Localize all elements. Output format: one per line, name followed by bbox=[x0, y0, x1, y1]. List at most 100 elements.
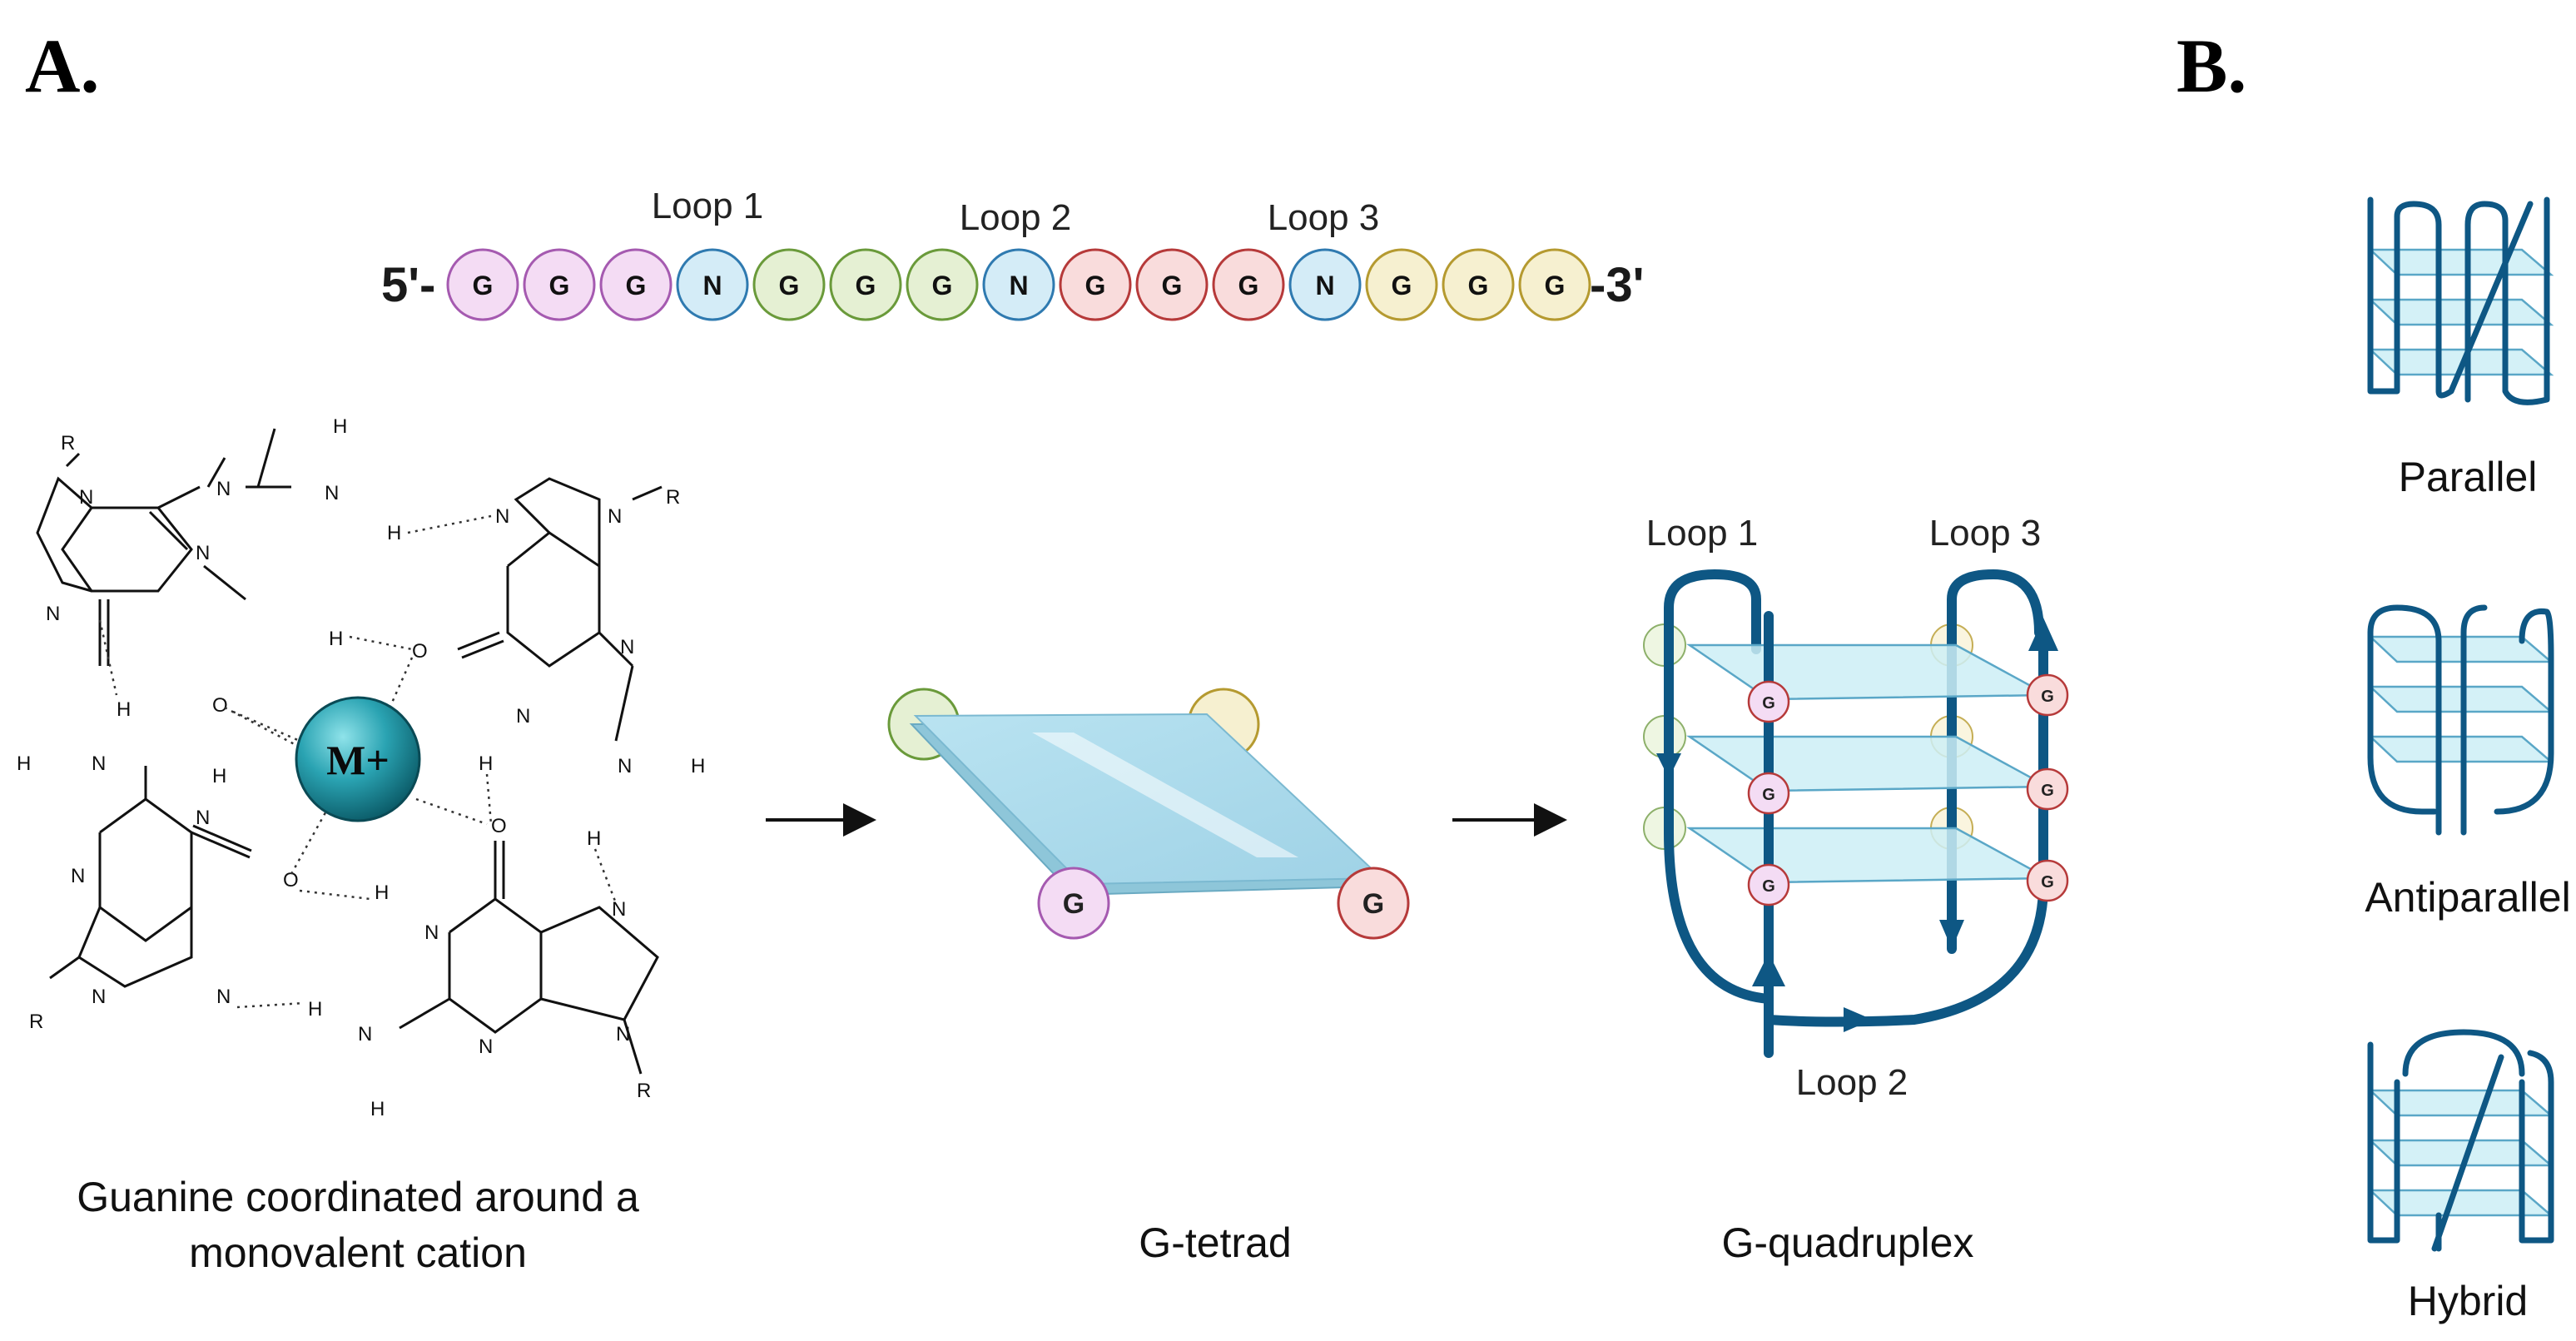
svg-text:O: O bbox=[212, 694, 228, 717]
svg-text:H: H bbox=[308, 998, 322, 1021]
sequence-bead bbox=[1365, 248, 1438, 321]
svg-text:H: H bbox=[17, 752, 31, 775]
svg-text:N: N bbox=[92, 986, 106, 1008]
sequence-bead bbox=[446, 248, 519, 321]
svg-text:H: H bbox=[587, 827, 601, 850]
guanine-top-right: N N R N N O H N H bbox=[412, 477, 705, 777]
sequence-bead bbox=[829, 248, 902, 321]
svg-text:G: G bbox=[2041, 873, 2054, 892]
metal-cation bbox=[295, 696, 421, 822]
svg-text:H: H bbox=[117, 698, 131, 721]
seq-loop1-label: Loop 1 bbox=[652, 186, 764, 226]
sequence-bead bbox=[1518, 248, 1591, 321]
sequence-bead-letter: G bbox=[932, 271, 953, 300]
topology-hybrid bbox=[2367, 1029, 2554, 1252]
svg-text:N: N bbox=[79, 486, 93, 509]
svg-text:H: H bbox=[375, 882, 389, 904]
sequence-bead-letter: G bbox=[856, 271, 876, 300]
svg-text:N: N bbox=[325, 482, 339, 504]
sequence-bead-letter: N bbox=[1009, 271, 1028, 300]
hybrid-label: Hybrid bbox=[2408, 1278, 2528, 1324]
quadruplex-tetrad-top bbox=[1685, 643, 2052, 701]
guanine-caption-line1: Guanine coordinated around a bbox=[77, 1174, 639, 1220]
sequence-bead bbox=[906, 248, 979, 321]
svg-text:H: H bbox=[329, 628, 343, 650]
sequence-bead bbox=[676, 248, 749, 321]
sequence-bead-letter: G bbox=[549, 271, 570, 300]
quadruplex-caption: G-quadruplex bbox=[1722, 1219, 1974, 1266]
g-tetrad-diagram: G G bbox=[887, 688, 1410, 940]
sequence-bead bbox=[1288, 248, 1362, 321]
guanine-quartet-structure: R N N N N N H H H O N N R N N O H bbox=[17, 415, 705, 1120]
svg-text:R: R bbox=[61, 432, 75, 454]
sequence-bead-letter: G bbox=[626, 271, 647, 300]
three-prime-label: -3' bbox=[1590, 258, 1644, 312]
svg-text:H: H bbox=[691, 755, 705, 777]
metal-cation-label: M+ bbox=[326, 737, 390, 783]
sequence-bead-letter: N bbox=[702, 271, 722, 300]
svg-text:H: H bbox=[370, 1098, 385, 1120]
sequence-bead-letter: G bbox=[1085, 271, 1106, 300]
svg-text:O: O bbox=[283, 869, 299, 892]
sequence-bead bbox=[1442, 248, 1515, 321]
panel-b-label: B. bbox=[2176, 23, 2246, 108]
five-prime-label: 5'- bbox=[381, 258, 435, 312]
svg-text:N: N bbox=[516, 705, 530, 728]
svg-text:H: H bbox=[387, 522, 401, 544]
sequence-bead bbox=[1212, 248, 1285, 321]
svg-text:N: N bbox=[479, 1036, 493, 1058]
svg-text:H: H bbox=[333, 415, 347, 438]
svg-text:G: G bbox=[1762, 786, 1775, 804]
quadruplex-loop3-label: Loop 3 bbox=[1929, 513, 2042, 554]
quadruplex-loop1-label: Loop 1 bbox=[1646, 513, 1759, 554]
tetrad-bead-pink-label: G bbox=[1063, 888, 1085, 920]
svg-text:N: N bbox=[196, 542, 210, 564]
antiparallel-label: Antiparallel bbox=[2365, 874, 2570, 921]
svg-text:N: N bbox=[612, 898, 626, 921]
guanine-caption-line2: monovalent cation bbox=[189, 1229, 527, 1276]
tetrad-bead-red-label: G bbox=[1362, 888, 1384, 920]
sequence-bead bbox=[1135, 248, 1209, 321]
svg-text:O: O bbox=[412, 640, 428, 663]
sequence-bead-letter: G bbox=[1162, 271, 1183, 300]
tetrad-caption: G-tetrad bbox=[1139, 1219, 1291, 1266]
tetrad-bead-red bbox=[1337, 867, 1410, 940]
svg-text:G: G bbox=[2041, 782, 2054, 800]
svg-text:N: N bbox=[46, 603, 60, 625]
svg-text:H: H bbox=[212, 765, 226, 787]
sequence-bead-letter: G bbox=[1545, 271, 1566, 300]
sequence-bead-letter: G bbox=[1238, 271, 1259, 300]
g-quadruplex-diagram: G G G G G G Loop 1 Loop 3 Loop 2 bbox=[1643, 513, 2069, 1103]
topology-parallel bbox=[2367, 196, 2554, 405]
guanine-top-left: R N N N N N H H H O bbox=[36, 415, 401, 717]
svg-text:R: R bbox=[29, 1011, 43, 1033]
seq-loop3-label: Loop 3 bbox=[1268, 197, 1380, 238]
svg-text:N: N bbox=[618, 755, 632, 777]
panel-a-label: A. bbox=[25, 23, 99, 108]
svg-text:N: N bbox=[196, 807, 210, 829]
quadruplex-tetrad-middle bbox=[1685, 735, 2052, 792]
seq-loop2-label: Loop 2 bbox=[960, 197, 1072, 238]
sequence-bead-letter: G bbox=[1392, 271, 1412, 300]
svg-text:R: R bbox=[637, 1080, 651, 1102]
svg-text:N: N bbox=[216, 478, 231, 500]
guanine-bottom-right: O N H N H N N R N H H bbox=[308, 815, 659, 1120]
parallel-label: Parallel bbox=[2399, 454, 2538, 500]
svg-text:N: N bbox=[608, 505, 622, 528]
tetrad-bead-pink bbox=[1037, 867, 1110, 940]
svg-text:N: N bbox=[616, 1023, 630, 1045]
sequence-bead-letter: G bbox=[779, 271, 800, 300]
svg-text:N: N bbox=[92, 752, 106, 775]
sequence-bead-letter: G bbox=[473, 271, 494, 300]
svg-text:N: N bbox=[424, 921, 439, 944]
quadruplex-loop2-label: Loop 2 bbox=[1796, 1062, 1908, 1103]
sequence-bead-letter: N bbox=[1315, 271, 1334, 300]
svg-text:G: G bbox=[2041, 688, 2054, 706]
svg-text:O: O bbox=[491, 815, 507, 837]
topology-antiparallel bbox=[2367, 604, 2554, 836]
svg-text:G: G bbox=[1762, 694, 1775, 713]
quadruplex-tetrad-bottom bbox=[1685, 827, 2052, 884]
